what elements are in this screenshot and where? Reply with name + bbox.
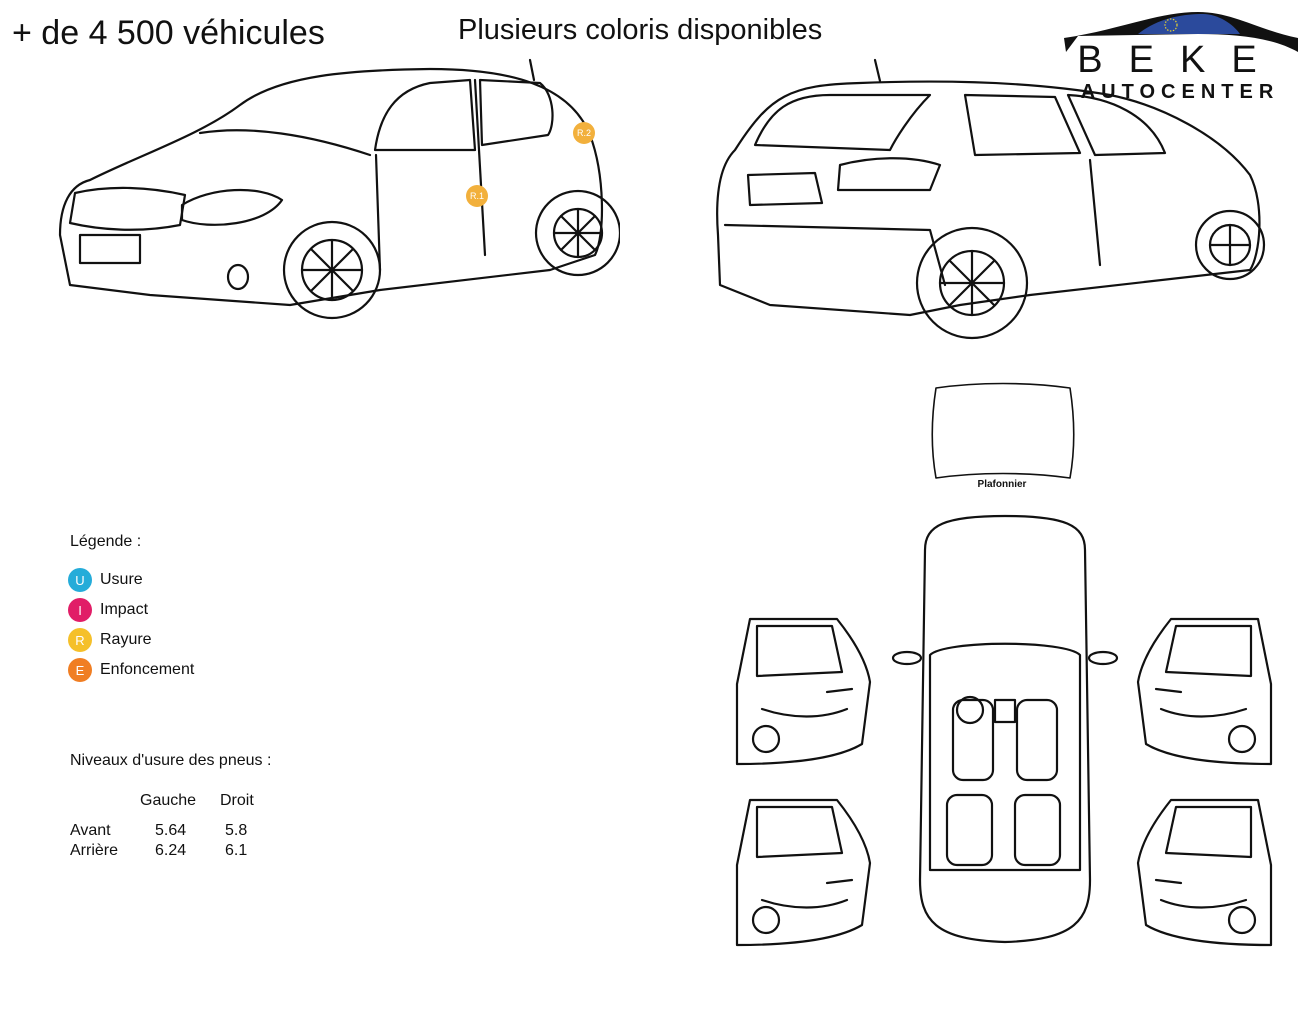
legend-label: Rayure — [100, 631, 152, 648]
legend-dot-i: I — [68, 598, 92, 622]
tire-value: 5.64 — [155, 822, 187, 839]
door-rear-left — [735, 798, 872, 947]
tire-value: 6.1 — [225, 842, 248, 859]
car-rear-three-quarter-view — [716, 58, 1266, 340]
tire-value: 5.8 — [225, 822, 248, 839]
legend-item-usure: U Usure — [68, 568, 143, 592]
door-rear-right — [1136, 798, 1273, 947]
damage-marker-r2[interactable]: R.2 — [573, 122, 595, 144]
car-top-view — [891, 514, 1119, 944]
legend-label: Impact — [100, 601, 149, 618]
legend-dot-e: E — [68, 658, 92, 682]
tire-wear-title: Niveaux d'usure des pneus : — [70, 752, 272, 769]
subheadline: Plusieurs coloris disponibles — [458, 14, 823, 46]
legend-title: Légende : — [70, 533, 142, 550]
legend-item-enfoncement: E Enfoncement — [68, 658, 194, 682]
logo-brand: BEKE — [1077, 39, 1282, 81]
door-front-left — [735, 617, 872, 766]
tire-col-gauche: Gauche — [140, 792, 197, 809]
logo-sub: AUTOCENTER — [1081, 81, 1280, 103]
tire-value: 6.24 — [155, 842, 187, 859]
tire-col-droit: Droit — [220, 792, 254, 809]
car-front-three-quarter-view — [58, 58, 620, 320]
legend-item-impact: I Impact — [68, 598, 148, 622]
legend-label: Usure — [100, 571, 143, 588]
legend-dot-u: U — [68, 568, 92, 592]
legend-dot-r: R — [68, 628, 92, 652]
legend-label: Enfoncement — [100, 661, 195, 678]
legend-item-rayure: R Rayure — [68, 628, 152, 652]
headline: + de 4 500 véhicules — [12, 14, 325, 52]
roof-panel — [931, 382, 1075, 479]
tire-row-label: Avant — [70, 822, 111, 839]
tire-row-label: Arrière — [70, 842, 119, 859]
door-front-right — [1136, 617, 1273, 766]
roof-label: Plafonnier — [977, 479, 1027, 490]
beke-autocenter-logo: BEKE AUTOCENTER — [1058, 8, 1303, 103]
damage-marker-r1[interactable]: R.1 — [466, 185, 488, 207]
